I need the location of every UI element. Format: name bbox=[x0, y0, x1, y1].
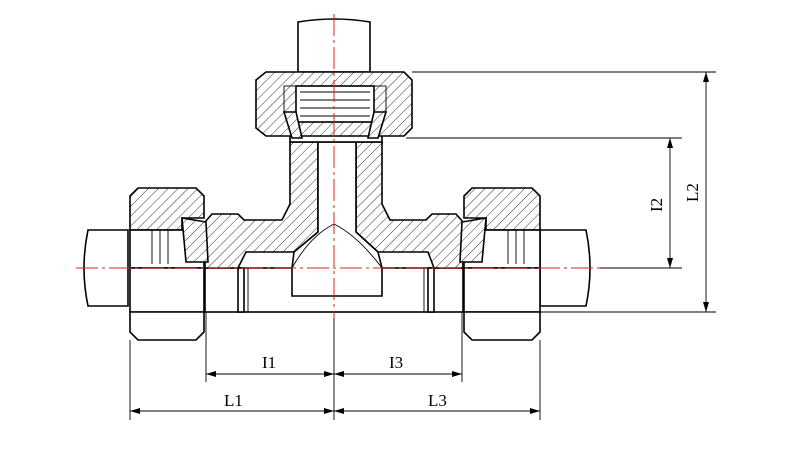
label-l2: L2 bbox=[683, 183, 702, 202]
label-i1: I1 bbox=[262, 353, 276, 372]
extension-lines bbox=[129, 71, 716, 420]
dimension-i3 bbox=[334, 371, 462, 377]
dimension-l1 bbox=[130, 408, 334, 414]
label-i2: I2 bbox=[647, 198, 666, 212]
label-i3: I3 bbox=[389, 353, 403, 372]
top-nut bbox=[255, 71, 413, 139]
right-nut bbox=[459, 187, 541, 341]
dimension-i2 bbox=[667, 138, 673, 268]
dimension-i1 bbox=[206, 371, 334, 377]
label-l3: L3 bbox=[428, 391, 447, 410]
dimension-l3 bbox=[334, 408, 540, 414]
dimension-l2 bbox=[703, 72, 709, 312]
pipe-top bbox=[297, 18, 371, 73]
left-nut bbox=[129, 187, 209, 341]
label-l1: L1 bbox=[224, 391, 243, 410]
pipe-left bbox=[83, 229, 129, 307]
